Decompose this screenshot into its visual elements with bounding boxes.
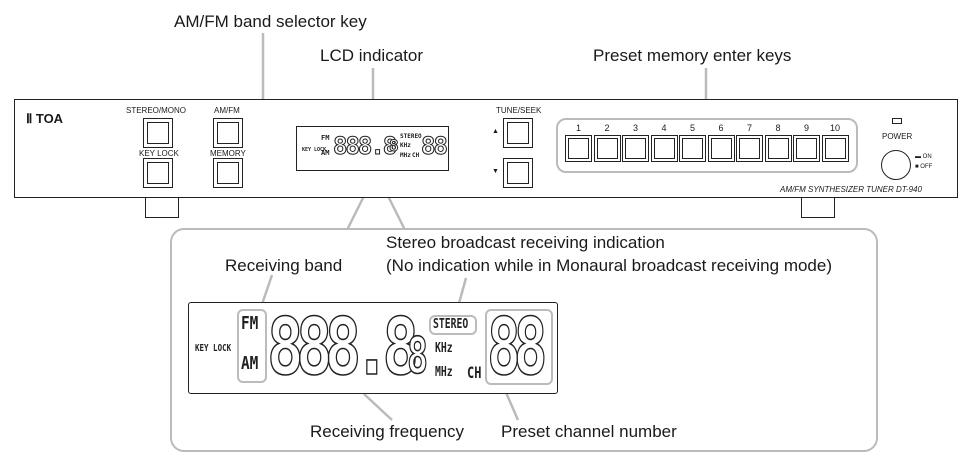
preset-key-7[interactable] (736, 135, 763, 162)
preset-number-7: 7 (746, 123, 752, 133)
am-fm-button[interactable] (213, 118, 243, 148)
power-led-icon (892, 118, 902, 124)
lcd-detail-frame (170, 228, 878, 452)
small-freq-last: 8 (389, 136, 400, 156)
stereo-highlight (429, 315, 477, 335)
power-off-text: OFF (920, 164, 933, 170)
lcd-detail: FM AM KEY LOCK 888.8 8 STEREO KHz MHz CH… (188, 302, 558, 394)
power-switch[interactable] (881, 150, 911, 180)
callout-stereo-line2: (No indication while in Monaural broadca… (386, 256, 833, 275)
band-highlight (237, 309, 267, 383)
preset-number-10: 10 (829, 123, 840, 133)
lcd-khz-indicator: KHz (435, 341, 453, 356)
small-key-lock: KEY LOCK (302, 147, 327, 153)
power-on-text: ON (922, 154, 932, 160)
preset-number-4: 4 (661, 123, 667, 133)
preset-number-5: 5 (689, 123, 695, 133)
preset-key-6[interactable] (707, 135, 735, 162)
callout-receiving-frequency: Receiving frequency (310, 422, 465, 441)
lcd-frequency-digits: 888.8 (266, 302, 419, 394)
lcd-key-lock-indicator: KEY LOCK (195, 343, 232, 354)
stereo-mono-label: STEREO/MONO (126, 106, 187, 115)
preset-key-9[interactable] (793, 135, 820, 162)
small-stereo: STEREO (400, 133, 422, 140)
memory-button[interactable] (213, 158, 243, 188)
small-ch: CH (412, 152, 420, 159)
model-label: AM/FM SYNTHESIZER TUNER DT-940 (780, 185, 922, 194)
callout-band-selector: AM/FM band selector key (174, 12, 367, 31)
power-label: POWER (882, 132, 913, 141)
lcd-ch-indicator: CH (467, 363, 482, 382)
channel-highlight (485, 309, 553, 385)
callout-stereo-line1: Stereo broadcast receiving indication (386, 233, 665, 252)
power-off-label: ■ OFF (915, 164, 933, 170)
preset-number-1: 1 (575, 123, 581, 133)
preset-number-8: 8 (775, 123, 781, 133)
small-channel-digits: 88 (421, 132, 449, 161)
stereo-mono-button[interactable] (143, 118, 173, 148)
small-freq-digits: 888.8 (332, 132, 397, 161)
small-am: AM (321, 149, 330, 157)
memory-label: MEMORY (210, 149, 246, 158)
power-on-label: ▬ ON (915, 154, 932, 160)
receiving-frequency-leader (363, 393, 393, 421)
preset-number-3: 3 (632, 123, 638, 133)
lcd-frequency-last-digit: 8 (406, 326, 429, 386)
preset-number-9: 9 (803, 123, 809, 133)
preset-key-1[interactable] (565, 135, 592, 162)
down-arrow-icon: ▼ (492, 168, 499, 175)
lcd-indicator-small: FM KEY LOCK AM 888.8 8 STEREO KHz MHz CH… (296, 126, 449, 171)
small-mhz: MHz (400, 152, 411, 159)
preset-key-4[interactable] (650, 135, 678, 162)
left-foot (145, 198, 179, 218)
lcd-mhz-indicator: MHz (435, 365, 453, 380)
preset-number-2: 2 (604, 123, 610, 133)
preset-key-2[interactable] (593, 135, 621, 162)
preset-key-10[interactable] (821, 135, 849, 162)
preset-keys-highlight (556, 118, 858, 173)
small-khz: KHz (400, 142, 411, 149)
lcd-channel-digits: 88 (486, 302, 548, 394)
lcd-fm-indicator: FM (241, 313, 259, 334)
lcd-am-indicator: AM (241, 353, 259, 374)
am-fm-label: AM/FM (214, 106, 240, 115)
tune-down-button[interactable] (503, 158, 533, 188)
preset-key-3[interactable] (622, 135, 649, 162)
callout-preset-channel: Preset channel number (501, 422, 677, 441)
key-lock-label: KEY LOCK (139, 149, 179, 158)
tune-up-button[interactable] (503, 118, 533, 148)
small-fm: FM (321, 134, 330, 142)
brand-label: TOA (35, 111, 64, 126)
up-arrow-icon: ▲ (492, 128, 499, 135)
callout-preset-keys: Preset memory enter keys (593, 46, 792, 65)
lcd-stereo-indicator: STEREO (433, 317, 469, 332)
callout-lcd-indicator: LCD indicator (320, 46, 423, 65)
preset-key-5[interactable] (679, 135, 706, 162)
callout-receiving-band: Receiving band (225, 256, 343, 275)
key-lock-button[interactable] (143, 158, 173, 188)
toa-logo: Ⅱ TOA (26, 111, 64, 126)
tune-seek-label: TUNE/SEEK (496, 106, 542, 115)
right-foot (801, 198, 835, 218)
preset-number-6: 6 (718, 123, 724, 133)
preset-key-8[interactable] (764, 135, 792, 162)
